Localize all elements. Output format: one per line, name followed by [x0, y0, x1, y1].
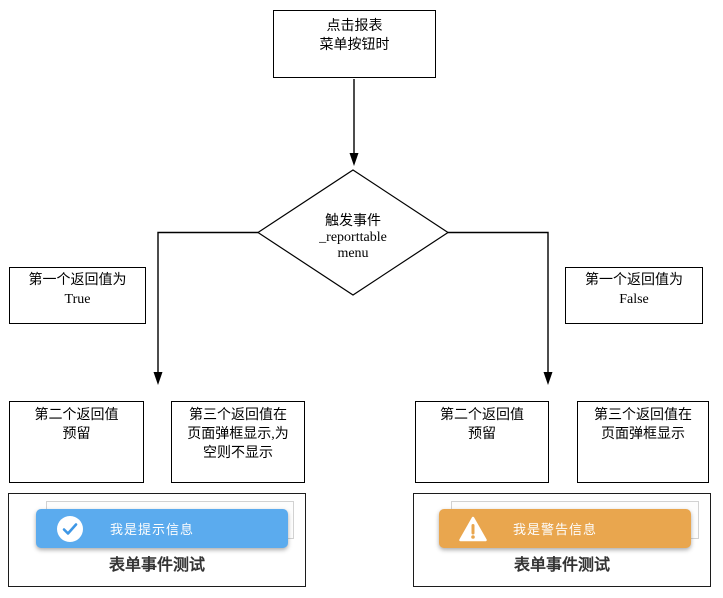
decision-node-label: 触发事件 _reporttable menu [319, 214, 387, 261]
condition-false-node: 第一个返回值为 False [565, 267, 703, 324]
warning-screenshot-panel: 我是警告信息 表单事件测试 [413, 493, 711, 587]
info-toast-message: 我是提示信息 [110, 522, 195, 537]
info-toast: 我是提示信息 [36, 509, 288, 548]
true-second-value-node: 第二个返回值 预留 [9, 401, 144, 483]
start-node: 点击报表 菜单按钮时 [273, 10, 436, 78]
true-third-value-node: 第三个返回值在 页面弹框显示,为 空则不显示 [171, 401, 305, 483]
check-circle-icon [57, 515, 83, 542]
arrow-false-branch [448, 231, 553, 385]
warning-triangle-icon [459, 516, 487, 541]
warning-toast-message: 我是警告信息 [513, 522, 598, 537]
arrow-start-to-decision [349, 79, 359, 166]
false-second-value-node: 第二个返回值 预留 [415, 401, 549, 483]
warning-caption: 表单事件测试 [513, 557, 610, 574]
warning-toast: 我是警告信息 [439, 509, 691, 548]
info-screenshot-panel: 我是提示信息 表单事件测试 [8, 493, 306, 587]
false-third-value-node: 第三个返回值在 页面弹框显示 [577, 401, 709, 483]
condition-true-node: 第一个返回值为 True [9, 267, 146, 324]
decision-diamond [256, 169, 450, 296]
info-caption: 表单事件测试 [108, 557, 205, 574]
arrow-true-branch [153, 231, 258, 385]
